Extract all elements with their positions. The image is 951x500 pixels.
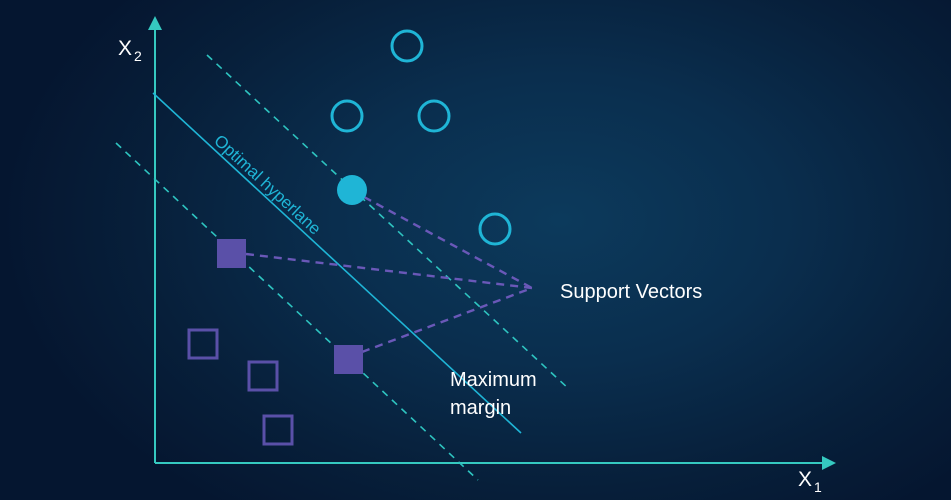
- circle-point: [330, 99, 364, 133]
- upper-margin-line: [206, 54, 571, 391]
- support-vectors-label: Support Vectors: [560, 281, 702, 303]
- square-point: [187, 328, 219, 360]
- pointer-to-upper-square-support: [245, 252, 533, 290]
- x-axis-arrowhead: [822, 456, 836, 470]
- circle-point: [417, 99, 451, 133]
- pointer-to-lower-square-support: [361, 286, 533, 354]
- circle-point: [478, 212, 512, 246]
- square-support-vector: [334, 345, 363, 374]
- maximum-margin-label-line1: Maximum: [450, 369, 537, 391]
- maximum-margin-label-line2: margin: [450, 397, 511, 419]
- optimal-hyperplane-line: [152, 92, 522, 434]
- circle-support-vector: [337, 175, 367, 205]
- lower-margin-line: [115, 142, 479, 481]
- y-axis-arrowhead: [148, 16, 162, 30]
- square-support-vector: [217, 239, 246, 268]
- square-point: [262, 414, 294, 446]
- circle-point: [390, 29, 424, 63]
- pointer-to-circle-support: [363, 195, 533, 290]
- square-point: [247, 360, 279, 392]
